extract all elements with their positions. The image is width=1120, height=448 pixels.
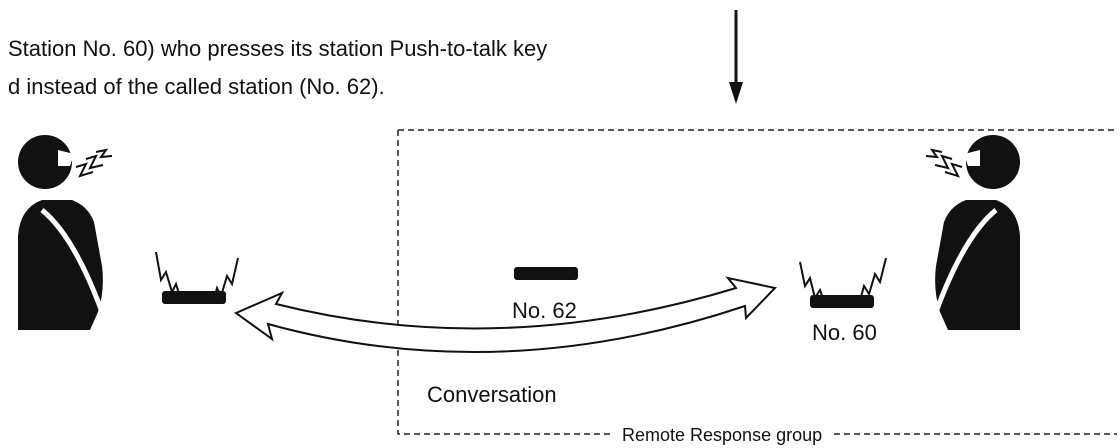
left-person-icon [18,135,103,330]
right-speech-icon [925,148,963,178]
left-station-signal-icon [155,251,239,303]
station-60-signal-icon [799,257,887,307]
remote-response-group-boundary [397,129,1117,435]
station-62-label: No. 62 [512,298,577,323]
remote-response-group-label: Remote Response group [614,426,831,444]
station-62-icon [514,267,578,280]
conversation-arrow [233,276,777,354]
caption-line-2: d instead of the called station (No. 62)… [8,74,385,99]
conversation-label: Conversation [427,382,557,407]
caption-line-1: Station No. 60) who presses its station … [8,36,548,61]
left-station-icon [162,291,226,304]
station-60-icon [810,295,874,308]
left-person-details [40,150,105,313]
right-person-icon [935,135,1020,330]
down-arrow [729,10,743,104]
station-60-label: No. 60 [812,320,877,345]
left-speech-icon [75,148,113,178]
right-person-details [933,150,998,313]
